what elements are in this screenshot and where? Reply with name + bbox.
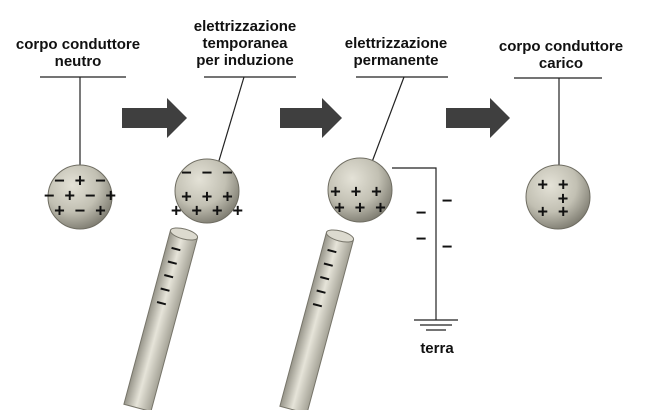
stage-4-label-line-2: carico <box>539 55 583 72</box>
svg-text:−: − <box>154 293 169 315</box>
stage-induction: elettrizzazione temporanea per induzione… <box>123 18 297 410</box>
permanent-sphere-signs-row2: + + + <box>334 198 385 218</box>
svg-text:−: − <box>157 279 172 301</box>
stage-neutral: corpo conduttore neutro − + − − + − + + … <box>16 36 140 230</box>
charged-sphere <box>525 164 591 230</box>
neutral-sphere-signs-row2: − + − + <box>44 186 116 206</box>
stage-permanent: elettrizzazione permanente terra − − − −… <box>279 35 458 410</box>
charged-sphere-signs: + + <box>538 175 569 195</box>
arrow-3-icon <box>446 98 510 138</box>
arrow-2-icon <box>280 98 342 138</box>
stage-charged: corpo conduttore carico + + + + + <box>499 38 623 230</box>
stage-2-thread <box>217 76 245 165</box>
induced-sphere-negative-signs: − − − <box>181 163 232 183</box>
stage-2-label-line-1: elettrizzazione <box>194 18 297 35</box>
stage-2-label-line-3: per induzione <box>196 52 294 69</box>
svg-text:−: − <box>161 265 176 287</box>
rod-charge-signs: − − − − − <box>154 238 184 314</box>
svg-text:−: − <box>317 267 332 289</box>
ground-wire <box>392 167 437 320</box>
permanent-sphere <box>327 157 393 223</box>
induced-sphere-positive-signs-row2: + + + + <box>171 201 243 221</box>
ground-label: terra <box>420 340 454 357</box>
svg-text:−: − <box>324 240 339 262</box>
svg-text:−: − <box>416 229 426 249</box>
stage-1-label-line-1: corpo conduttore <box>16 36 140 53</box>
stage-2-label-line-2: temporanea <box>202 35 288 52</box>
permanent-sphere-signs: + + + <box>330 182 381 202</box>
svg-text:−: − <box>310 295 325 317</box>
stage-3-thread <box>371 76 405 163</box>
stage-4-label-line-1: corpo conduttore <box>499 38 623 55</box>
charged-rod <box>123 227 199 410</box>
svg-text:−: − <box>321 254 336 276</box>
ground-charge-signs: − − − − <box>416 191 452 257</box>
neutral-sphere-signs-row3: + − + <box>54 201 105 221</box>
svg-text:−: − <box>313 281 328 303</box>
charged-rod-2 <box>279 229 355 410</box>
stage-3-label-line-2: permanente <box>353 52 438 69</box>
charged-sphere-signs-row2: + <box>558 189 568 209</box>
rod-2-charge-signs: − − − − − <box>310 240 340 316</box>
svg-text:−: − <box>416 203 426 223</box>
svg-text:−: − <box>165 252 180 274</box>
neutral-sphere <box>47 164 113 230</box>
induced-sphere <box>174 158 240 224</box>
neutral-sphere-signs: − + − <box>54 171 105 191</box>
charged-sphere-signs-row3: + + <box>538 202 569 222</box>
svg-text:−: − <box>442 237 452 257</box>
stage-3-label-line-1: elettrizzazione <box>345 35 448 52</box>
svg-text:−: − <box>168 238 183 260</box>
induced-sphere-positive-signs: + + + <box>181 187 232 207</box>
svg-text:−: − <box>442 191 452 211</box>
stage-1-label-line-2: neutro <box>55 53 102 70</box>
arrow-1-icon <box>122 98 187 138</box>
